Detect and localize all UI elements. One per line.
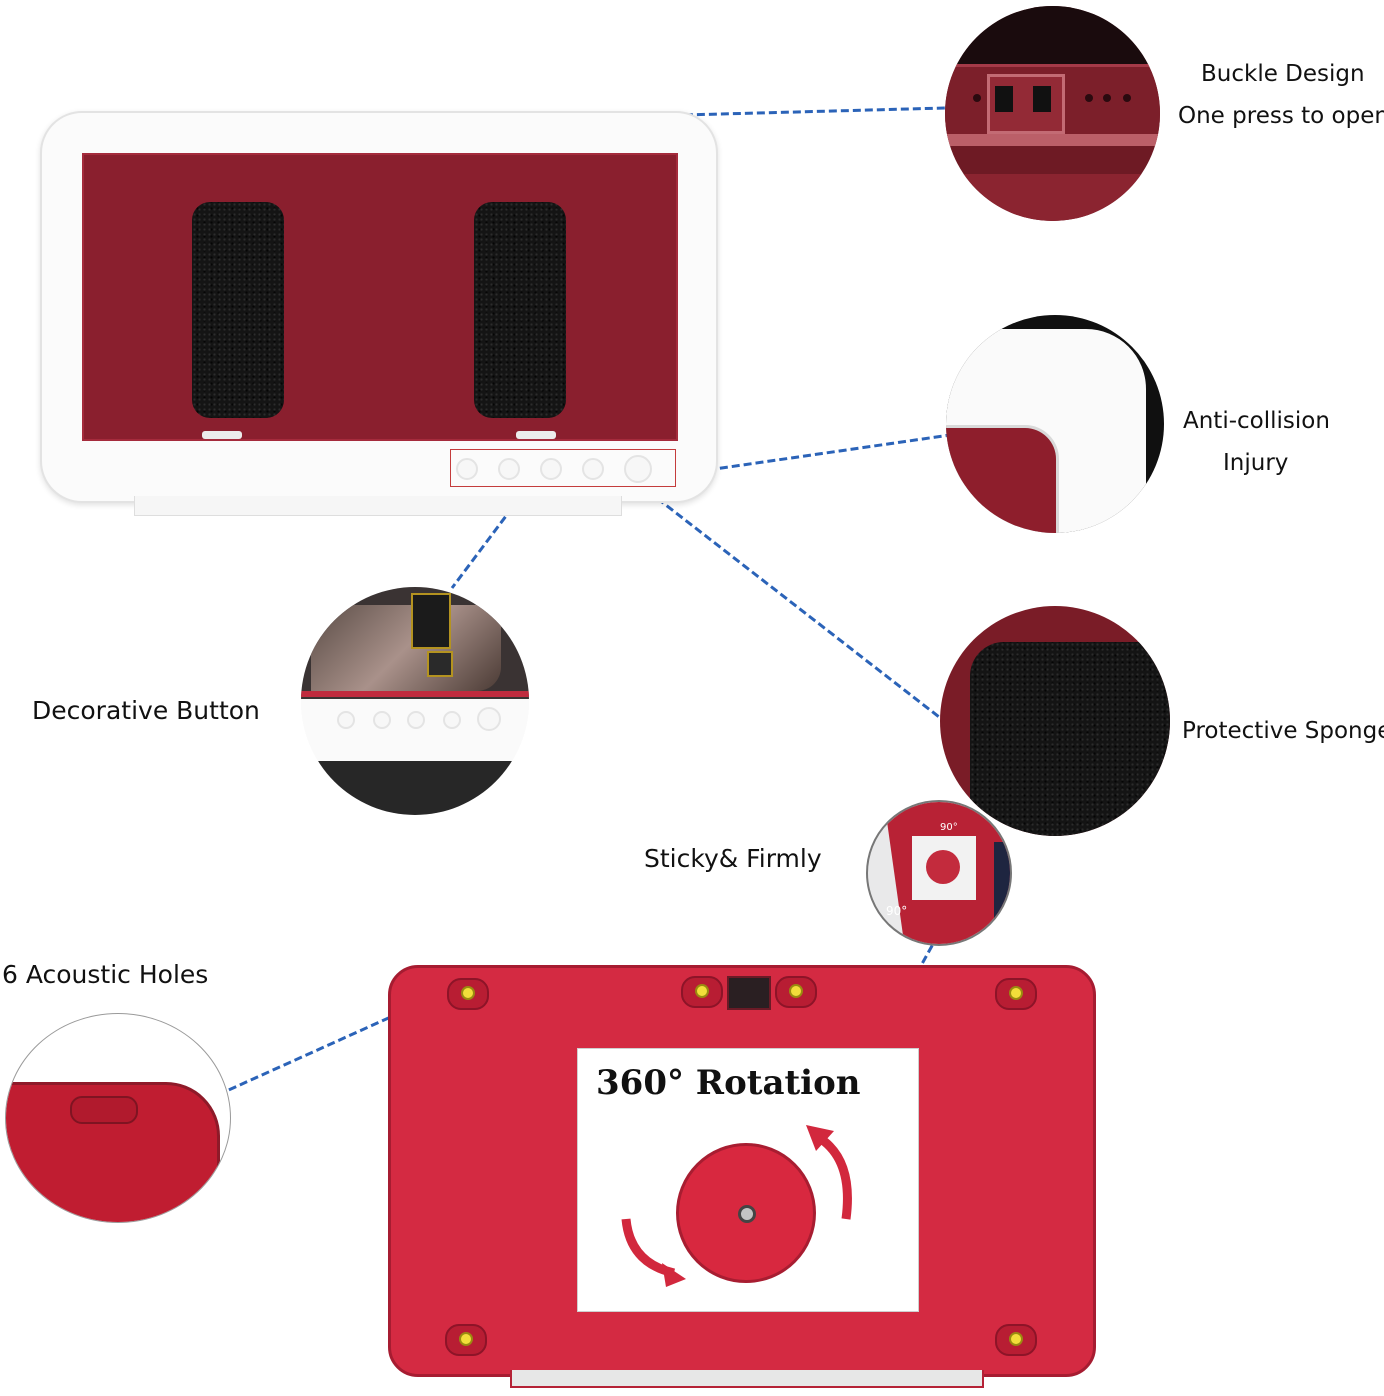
acoustic-hole-3 — [775, 976, 817, 1008]
front-button-5 — [624, 455, 652, 483]
acoustic-label: 6 Acoustic Holes — [2, 960, 209, 989]
acoustic-hole-2 — [681, 976, 723, 1008]
acoustic-hole-6 — [995, 1324, 1037, 1356]
sponge-label: Protective Sponge — [1182, 718, 1384, 744]
sticky-label: Sticky& Firmly — [644, 844, 822, 873]
case-back-bottom-ledge — [510, 1370, 984, 1388]
front-button-2 — [498, 458, 520, 480]
buckle-subtitle: One press to open — [1178, 103, 1384, 129]
buckle-slot — [727, 976, 771, 1010]
buckle-title: Buckle Design — [1201, 61, 1365, 87]
rotation-inset-angle-bottom: 90° — [886, 904, 908, 918]
case-front — [40, 111, 718, 503]
sponge-inset — [940, 606, 1170, 836]
case-front-red-window — [82, 153, 678, 441]
anti-collision-subtitle: Injury — [1223, 450, 1289, 476]
decorative-button-inset — [301, 587, 529, 815]
anti-collision-leader-line — [707, 433, 951, 472]
clip-right — [516, 431, 556, 439]
anti-collision-title: Anti-collision — [1183, 408, 1330, 434]
sponge-strip-left — [192, 202, 284, 418]
acoustic-hole-icon — [70, 1096, 138, 1124]
anti-collision-inset — [946, 315, 1164, 533]
rotation-arrows — [621, 1125, 852, 1287]
front-button-3 — [540, 458, 562, 480]
rotation-sticker-text: 360° Rotation — [596, 1063, 861, 1103]
case-back: 360° Rotation — [388, 965, 1096, 1377]
acoustic-inset — [5, 1013, 231, 1223]
front-button-1 — [456, 458, 478, 480]
button-highlight-box — [450, 449, 676, 487]
buckle-inset — [945, 6, 1160, 221]
acoustic-hole-5 — [445, 1324, 487, 1356]
acoustic-hole-4 — [995, 978, 1037, 1010]
decorative-button-leader-line — [450, 487, 529, 589]
decorative-button-label: Decorative Button — [32, 696, 260, 725]
rotation-inset-angle-top: 90° — [940, 822, 958, 833]
rotation-sticker: 360° Rotation — [577, 1048, 919, 1312]
rotation-inset: 90° 90° — [866, 800, 1012, 946]
sponge-strip-right — [474, 202, 566, 418]
front-button-4 — [582, 458, 604, 480]
case-front-stand — [134, 496, 622, 516]
clip-left — [202, 431, 242, 439]
rotation-disc-center-screw — [738, 1205, 756, 1223]
acoustic-hole-1 — [447, 978, 489, 1010]
